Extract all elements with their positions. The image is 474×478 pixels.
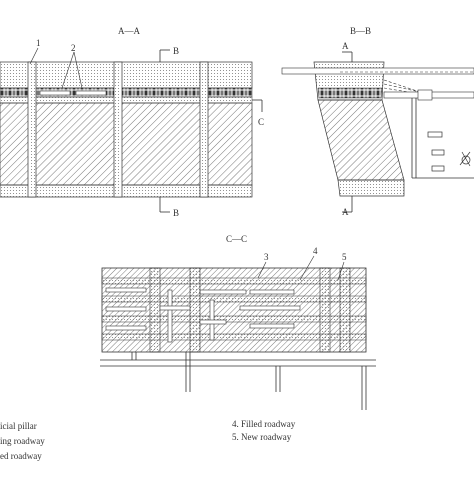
bb-side-stubs bbox=[427, 131, 445, 172]
cc-dotted-bands bbox=[101, 277, 367, 341]
cc-roadways bbox=[105, 287, 301, 331]
section-cc bbox=[100, 255, 376, 410]
legend-item-2: ing roadway bbox=[0, 436, 45, 446]
callout-leader bbox=[29, 47, 39, 65]
callout-leader bbox=[337, 261, 345, 281]
callout-leader bbox=[73, 51, 83, 89]
callout-1: 1 bbox=[36, 38, 41, 48]
cc-cross-roadways bbox=[159, 289, 227, 343]
legend-item-3: ed roadway bbox=[0, 451, 42, 461]
bb-equipment-icon bbox=[459, 151, 471, 167]
title-cc: C—C bbox=[226, 234, 248, 244]
title-aa: A—A bbox=[118, 26, 140, 36]
bb-top-roadway bbox=[281, 67, 474, 75]
legend-item-4: 4. Filled roadway bbox=[232, 419, 296, 429]
callout-leader bbox=[257, 261, 267, 279]
title-bb: B—B bbox=[350, 26, 372, 36]
aa-hatched-block bbox=[0, 102, 253, 186]
bb-column-base bbox=[337, 179, 405, 197]
legend-item-1: icial pillar bbox=[0, 421, 37, 431]
callout-leader bbox=[299, 255, 315, 281]
section-bb bbox=[281, 51, 474, 213]
bb-column-hatched bbox=[317, 99, 405, 181]
aa-thin-band bbox=[0, 96, 253, 104]
callout-2: 2 bbox=[71, 43, 76, 53]
aa-pillar-fills bbox=[29, 63, 207, 196]
marker-b-bottom: B bbox=[173, 208, 180, 218]
marker-a-bottom: A bbox=[342, 207, 349, 217]
cc-feeder-roadways bbox=[100, 352, 376, 410]
aa-coal-seam bbox=[0, 87, 253, 98]
callout-5: 5 bbox=[342, 252, 347, 262]
aa-bottom-band bbox=[0, 184, 253, 198]
callout-4: 4 bbox=[313, 246, 318, 256]
cc-pillars bbox=[149, 267, 351, 353]
aa-top-strata bbox=[0, 61, 253, 89]
bb-column-seam bbox=[317, 87, 383, 99]
callout-leader bbox=[61, 51, 75, 89]
marker-b-top: B bbox=[173, 46, 180, 56]
legend-item-5: 5. New roadway bbox=[232, 432, 292, 442]
marker-c: C bbox=[258, 117, 265, 127]
section-aa bbox=[0, 47, 263, 213]
aa-roadways bbox=[39, 90, 107, 96]
callout-3: 3 bbox=[264, 252, 269, 262]
marker-a-top: A bbox=[342, 41, 349, 51]
